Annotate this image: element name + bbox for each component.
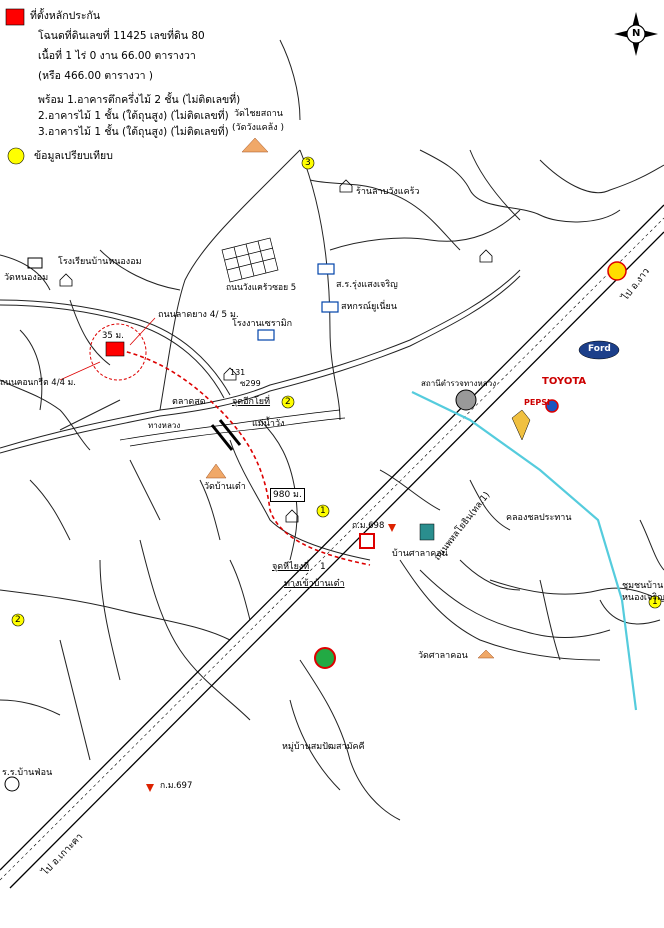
toyota-logo: TOYOTA bbox=[542, 376, 587, 387]
subject-radius-circle bbox=[89, 323, 147, 381]
compass-north-letter: N bbox=[632, 28, 641, 39]
ford-logo-icon bbox=[578, 340, 620, 360]
label-ban-salakhon: บ้านศาลาคอน bbox=[392, 549, 448, 559]
label-soi-5: ถนนวังแคร้วซอย 5 bbox=[226, 283, 297, 293]
subject-marker bbox=[105, 341, 125, 357]
label-shop-wang-kraeng: ร้านลาบวังแคร้ว bbox=[356, 187, 420, 197]
comparable-marker-1 bbox=[648, 595, 662, 609]
legend-building-1: พร้อม 1.อาคารตึกครึ่งไม้ 2 ชั้น (ไม่ติดเ… bbox=[38, 94, 241, 106]
temple-nongom-icon bbox=[27, 257, 43, 269]
legend-area-line: เนื้อที่ 1 ไร่ 0 งาน 66.00 ตารางวา bbox=[38, 50, 196, 62]
label-road-131: 131 bbox=[230, 368, 246, 377]
label-factory: โรงงานเซรามิก bbox=[232, 319, 293, 329]
legend-subject-swatch bbox=[5, 8, 25, 26]
label-laterite-road: ถนนลาดยาง 4/ 5 ม. bbox=[158, 310, 239, 320]
temple-icon bbox=[205, 137, 495, 659]
label-km-698: ก.ม.698 bbox=[352, 521, 385, 531]
comparable-2b-number: 2 bbox=[15, 615, 21, 625]
shop-marker-icon bbox=[359, 533, 375, 549]
label-distance-35: 35 ม. bbox=[102, 331, 124, 341]
label-village-sanphaen: หมู่บ้านสมปัฒสามัคคี bbox=[282, 742, 365, 752]
label-junction-1-num: 1 bbox=[320, 562, 326, 572]
housing-grid bbox=[221, 237, 279, 283]
subject-to-road-line bbox=[129, 317, 156, 346]
label-canal-maewang: แม่น้ำวัง bbox=[252, 419, 285, 429]
minor-roads bbox=[0, 39, 664, 821]
school-marker-icon bbox=[4, 776, 20, 792]
comparable-3-number: 3 bbox=[305, 158, 311, 168]
concrete-road-pointer bbox=[59, 361, 101, 381]
label-distance-980: 980 ม. bbox=[270, 488, 305, 502]
ptt-logo-icon bbox=[511, 409, 531, 441]
label-nong-charoen: ชุมชนบ้าน bbox=[622, 581, 664, 591]
label-cooperative: สหกรณ์ยูเนี่ยน bbox=[341, 302, 397, 312]
pepsi-logo: PEPSI bbox=[524, 398, 550, 407]
label-canal: คลองชลประทาน bbox=[506, 513, 572, 523]
label-entrance: ทางเข้าบ้านเต๋า bbox=[284, 579, 345, 589]
label-road-299: ซ299 bbox=[240, 379, 261, 388]
main-highway bbox=[0, 204, 664, 889]
label-km-697: ก.ม.697 bbox=[160, 781, 193, 791]
label-temple-chaisathan: วัดไชยสถาน bbox=[234, 109, 283, 119]
label-temple-bansammuen: วัดบ้านเต๋า bbox=[204, 482, 246, 492]
legend-building-2: 2.อาคารไม้ 1 ชั้น (ใต้ถุนสูง) (ไม่ติดเลข… bbox=[38, 110, 229, 122]
km-marker-icon bbox=[146, 524, 396, 792]
label-ortor: ส.ร.รุ่งแสงเจริญ bbox=[336, 280, 398, 290]
pepsi-logo-icon bbox=[545, 399, 559, 413]
label-school-lampang: ร.ร.บ้านฟ่อน bbox=[2, 768, 53, 778]
label-nong-charoen-2: หนองเจริญ bbox=[622, 593, 664, 603]
label-concrete-road: ถนนคอนกรีต 4/4 ม. bbox=[0, 378, 76, 388]
legend-deed-line: โฉนดที่ดินเลขที่ 11425 เลขที่ดิน 80 bbox=[38, 30, 205, 42]
gas-station-icon bbox=[314, 647, 336, 669]
legend-area-alt-line: (หรือ 466.00 ตารางวา ) bbox=[38, 70, 153, 82]
comparable-marker-3 bbox=[301, 156, 315, 170]
shell-logo-icon bbox=[607, 261, 627, 281]
police-station-icon bbox=[455, 389, 477, 411]
label-junction-1: จุดหีไยงที่ bbox=[272, 562, 310, 572]
label-spot-2: จุดอีกโยที่ bbox=[232, 397, 271, 407]
bank-marker-icon bbox=[419, 523, 435, 541]
bridge bbox=[210, 419, 242, 451]
label-market: ตลาดสด bbox=[172, 397, 206, 407]
comparable-marker-1b bbox=[316, 504, 330, 518]
comparable-1b-number: 1 bbox=[320, 506, 326, 516]
comparable-2-number: 2 bbox=[285, 397, 291, 407]
wang-river bbox=[119, 409, 346, 447]
label-school-nongom: โรงเรียนบ้านหนองอม bbox=[58, 257, 142, 267]
comparable-marker-2b bbox=[11, 613, 25, 627]
north-compass-icon bbox=[614, 12, 658, 56]
label-temple-salakhon: วัดศาลาคอน bbox=[418, 651, 468, 661]
label-soi-left: ทางหลวง bbox=[148, 421, 181, 430]
label-temple-chaisathan-alt: (วัดวังแคล้ง ) bbox=[232, 123, 284, 133]
legend-subject-label: ที่ตั้งหลักประกัน bbox=[30, 10, 101, 22]
irrigation-canal bbox=[411, 391, 638, 711]
comparable-marker-2 bbox=[281, 395, 295, 409]
comparable-1-number: 1 bbox=[652, 597, 658, 607]
label-police: สถานีตำรวจทางหลวง bbox=[421, 379, 497, 388]
house-symbol-icon bbox=[59, 179, 493, 523]
label-temple-nongom: วัดหนองอม bbox=[4, 273, 49, 283]
legend-comparable-label: ข้อมูลเปรียบเทียบ bbox=[34, 150, 113, 162]
building-icon bbox=[257, 263, 339, 341]
ford-logo: Ford bbox=[588, 344, 611, 354]
legend-building-3: 3.อาคารไม้ 1 ชั้น (ใต้ถุนสูง) (ไม่ติดเลข… bbox=[38, 126, 229, 138]
legend-comparable-swatch bbox=[7, 147, 25, 165]
